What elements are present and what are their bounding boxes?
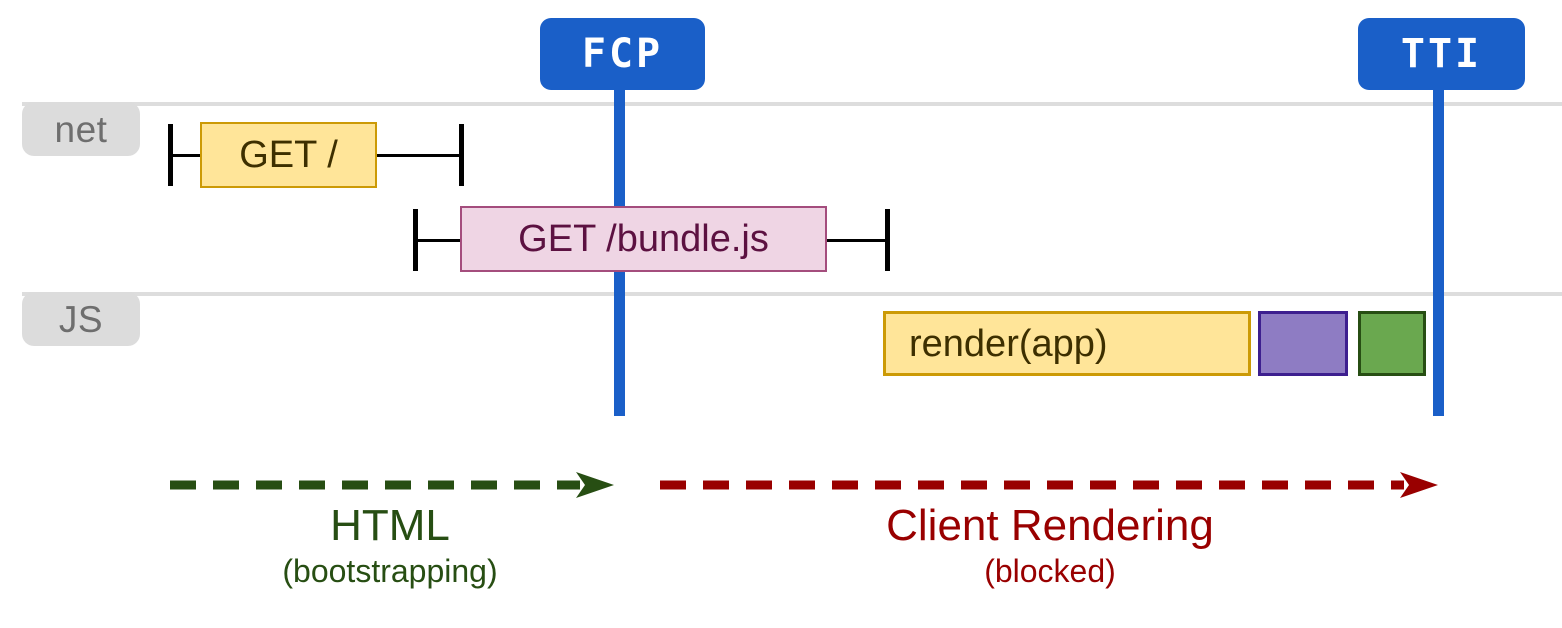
js-task-purple[interactable] bbox=[1258, 311, 1348, 376]
phase-client-subtitle: (blocked) bbox=[984, 553, 1116, 590]
phase-html-subtitle: (bootstrapping) bbox=[282, 553, 498, 590]
js-task-green[interactable] bbox=[1358, 311, 1426, 376]
network-request-bar[interactable]: GET /bundle.js bbox=[460, 206, 827, 272]
lane-label-net-text: net bbox=[54, 108, 108, 150]
lane-divider-net bbox=[22, 102, 1562, 106]
lane-label-net: net bbox=[22, 102, 140, 156]
marker-fcp-badge[interactable]: FCP bbox=[540, 18, 705, 90]
lane-divider-js bbox=[22, 292, 1562, 296]
lane-label-js: JS bbox=[22, 292, 140, 346]
marker-tti-label: TTI bbox=[1400, 31, 1483, 77]
phase-client-label: Client Rendering (blocked) bbox=[700, 501, 1400, 590]
whisker-cap-start bbox=[168, 124, 173, 186]
network-request-bar[interactable]: GET / bbox=[200, 122, 377, 188]
network-request-label: GET / bbox=[239, 134, 338, 176]
js-task-label: render(app) bbox=[909, 322, 1108, 365]
phase-arrow-icon bbox=[170, 472, 614, 498]
marker-tti-line bbox=[1433, 86, 1444, 416]
lane-label-js-text: JS bbox=[58, 298, 104, 340]
whisker-cap-end bbox=[459, 124, 464, 186]
js-task-render[interactable]: render(app) bbox=[883, 311, 1251, 376]
marker-fcp-label: FCP bbox=[581, 31, 664, 77]
phase-html-label: HTML (bootstrapping) bbox=[190, 501, 590, 590]
whisker-cap-start bbox=[413, 209, 418, 271]
phase-client-title: Client Rendering bbox=[886, 501, 1214, 550]
whisker-cap-end bbox=[885, 209, 890, 271]
network-request-label: GET /bundle.js bbox=[518, 218, 769, 260]
phase-arrow-icon bbox=[660, 472, 1438, 498]
phase-html-title: HTML bbox=[330, 501, 450, 550]
marker-tti-badge[interactable]: TTI bbox=[1358, 18, 1525, 90]
